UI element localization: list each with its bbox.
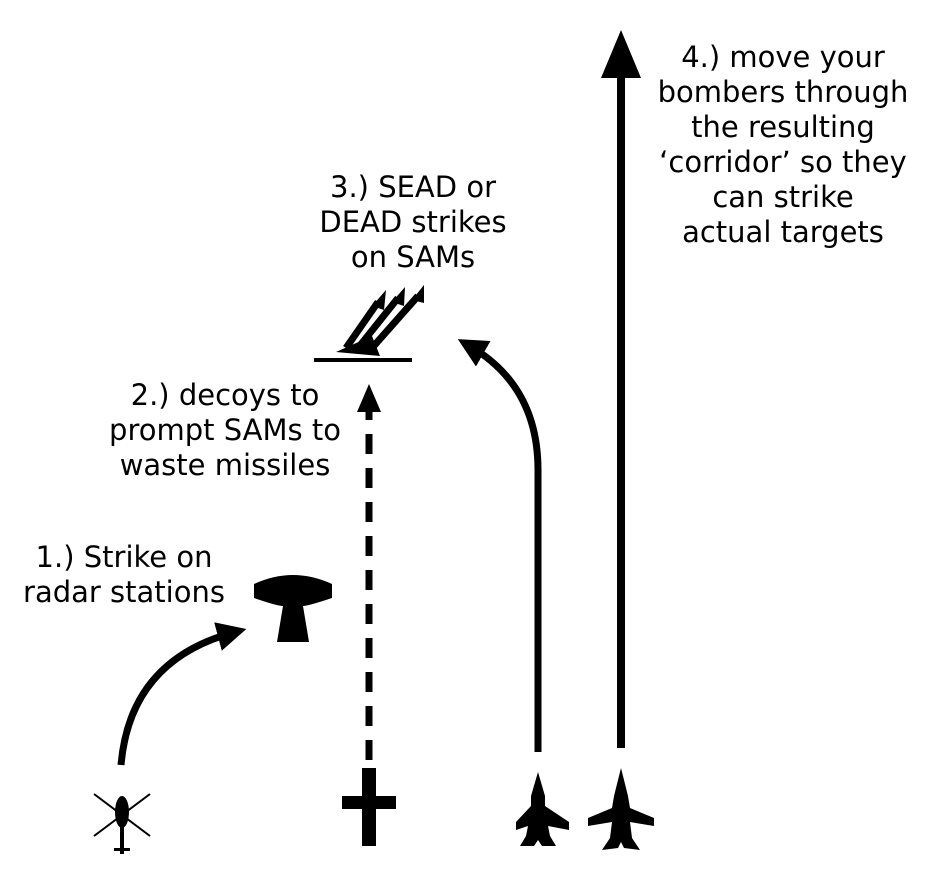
step4-line: can strike bbox=[712, 180, 854, 214]
step2-label: 2.) decoys to prompt SAMs to waste missi… bbox=[104, 378, 346, 483]
arrow-bomber-head bbox=[601, 30, 641, 78]
step1-line: 1.) Strike on bbox=[35, 540, 213, 574]
bomber-jet-icon bbox=[588, 768, 654, 850]
helicopter-icon bbox=[93, 793, 151, 854]
step4-line: ‘corridor’ so they bbox=[659, 145, 907, 179]
arrow-fighter-to-sam bbox=[457, 339, 542, 752]
step3-line: 3.) SEAD or bbox=[330, 170, 496, 204]
step1-label: 1.) Strike on radar stations bbox=[18, 540, 230, 610]
arrow-decoy-head bbox=[357, 384, 381, 412]
step3-line: on SAMs bbox=[350, 240, 476, 274]
step4-line: bombers through bbox=[657, 75, 909, 109]
step2-line: 2.) decoys to bbox=[130, 378, 320, 412]
decoy-drone-icon bbox=[342, 768, 396, 846]
step4-line: 4.) move your bbox=[681, 40, 885, 74]
radar-station-icon bbox=[254, 575, 332, 642]
arrow-helicopter-to-radar bbox=[117, 622, 247, 766]
fighter-jet-icon bbox=[516, 772, 569, 846]
step3-label: 3.) SEAD or DEAD strikes on SAMs bbox=[300, 170, 526, 275]
step2-line: prompt SAMs to bbox=[109, 413, 341, 447]
sam-launcher-icon bbox=[314, 285, 424, 362]
step4-label: 4.) move your bombers through the result… bbox=[628, 40, 938, 250]
step1-line: radar stations bbox=[23, 575, 225, 609]
step3-line: DEAD strikes bbox=[319, 205, 507, 239]
step2-line: waste missiles bbox=[119, 448, 331, 482]
step4-line: actual targets bbox=[682, 215, 884, 249]
step4-line: the resulting bbox=[691, 110, 875, 144]
